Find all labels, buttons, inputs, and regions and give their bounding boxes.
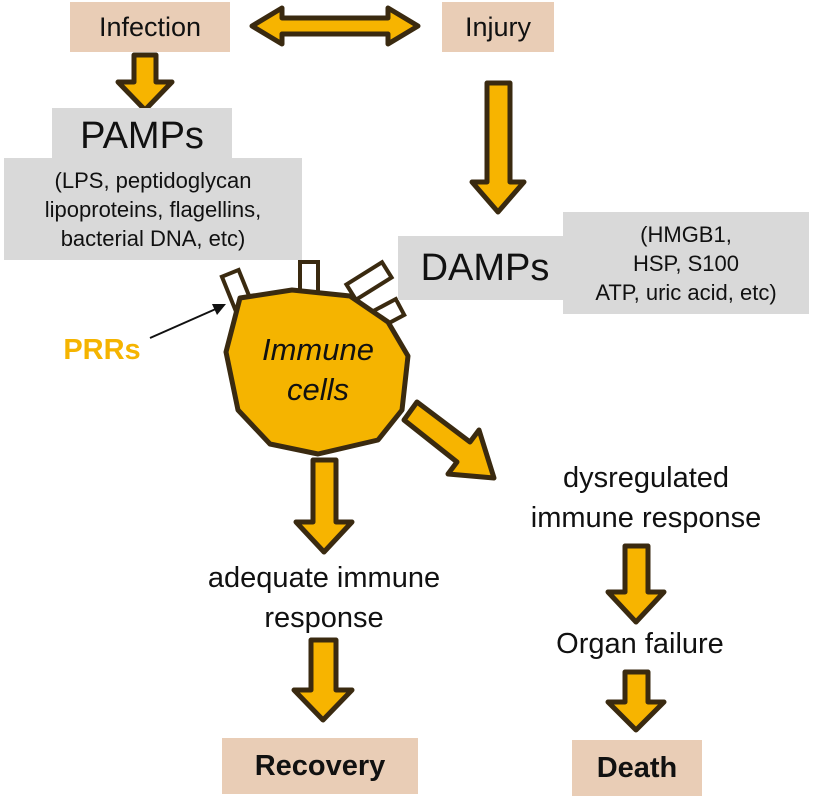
adequate-line-1: adequate immune: [207, 562, 441, 594]
arrow-infection-to-pamps: [115, 52, 175, 113]
injury-label: Injury: [464, 11, 532, 42]
adequate-line-2: response: [264, 602, 384, 634]
pamps-example-line-2: lipoproteins, flagellins,: [44, 196, 262, 222]
immune-cells-line-1: Immune: [262, 332, 374, 367]
pamps-label: PAMPs: [80, 114, 204, 157]
infection-label: Infection: [98, 11, 202, 42]
damps-example-line-3: ATP, uric acid, etc): [595, 279, 777, 305]
organ-failure-label: Organ failure: [556, 628, 724, 660]
arrow-cells-to-dysregulated: [401, 399, 497, 481]
arrow-adequate-to-recovery: [291, 637, 355, 723]
arrow-injury-to-damps: [469, 80, 527, 215]
dysregulated-response-label: dysregulated immune response: [486, 458, 806, 538]
immune-cells-label: Immune cells: [238, 330, 398, 410]
prrs-pointer-head: [212, 304, 226, 315]
prrs-label: PRRs: [63, 334, 141, 366]
injury-box: Injury: [442, 2, 554, 52]
prrs-pointer-line: [149, 307, 219, 339]
damps-examples-box: (HMGB1, HSP, S100 ATP, uric acid, etc): [563, 212, 809, 314]
arrow-dysregulated-to-organ-failure: [605, 543, 667, 625]
infection-box: Infection: [70, 2, 230, 52]
pamps-examples-box: (LPS, peptidoglycan lipoproteins, flagel…: [4, 158, 302, 260]
immune-cell-shape: [223, 287, 411, 457]
immune-cells-line-2: cells: [286, 372, 349, 407]
arrow-cells-to-adequate: [293, 457, 355, 555]
death-label: Death: [596, 751, 678, 784]
recovery-box: Recovery: [222, 738, 418, 794]
damps-example-line-2: HSP, S100: [632, 250, 739, 276]
double-arrow-infection-injury: [249, 5, 421, 47]
adequate-response-label: adequate immune response: [164, 558, 484, 638]
death-box: Death: [572, 740, 702, 796]
receptor-3: [343, 259, 395, 303]
damps-label: DAMPs: [420, 246, 550, 289]
dysregulated-line-2: immune response: [530, 502, 762, 534]
pamps-example-line-3: bacterial DNA, etc): [60, 225, 246, 251]
damps-title-box: DAMPs: [398, 236, 572, 300]
dysregulated-line-1: dysregulated: [562, 462, 730, 494]
recovery-label: Recovery: [254, 749, 386, 782]
pamps-example-line-1: (LPS, peptidoglycan: [54, 167, 252, 193]
damps-example-line-1: (HMGB1,: [640, 221, 732, 247]
arrow-organ-failure-to-death: [605, 669, 667, 733]
pamps-title-box: PAMPs: [52, 108, 232, 164]
